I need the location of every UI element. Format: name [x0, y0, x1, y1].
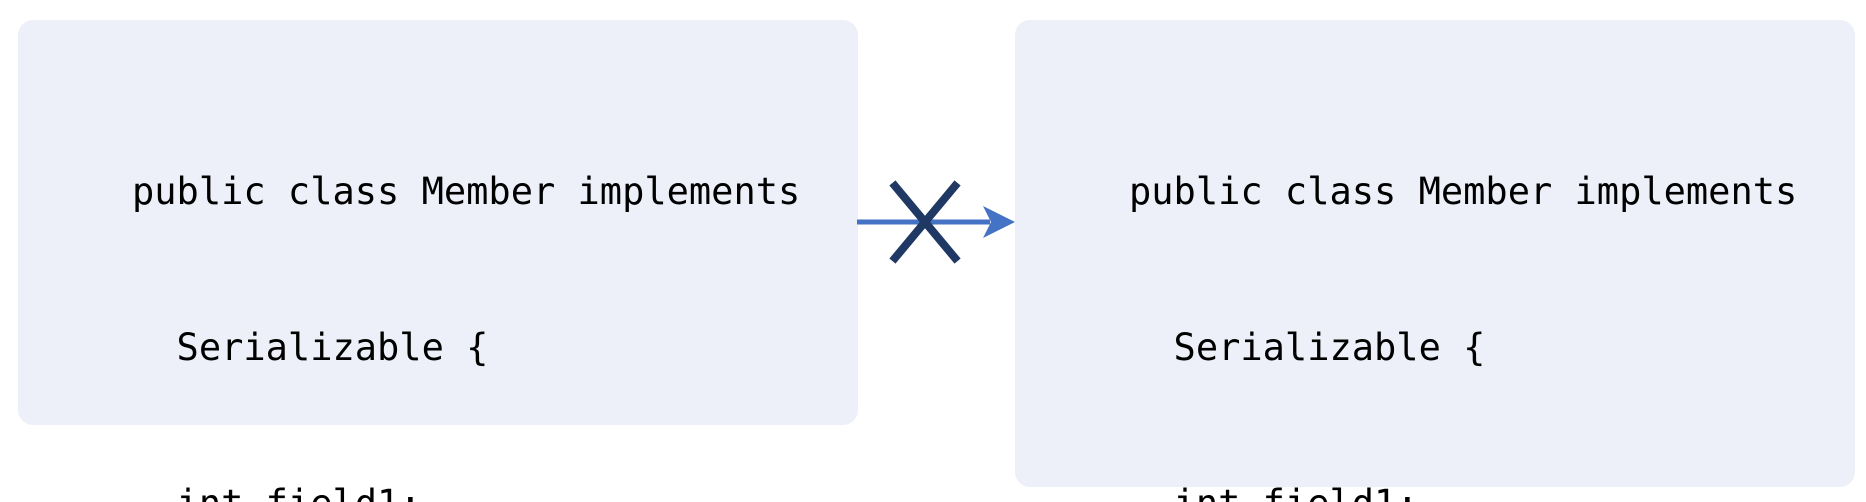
cross-stroke-2 [889, 180, 961, 264]
after-code-card: public class Member implements Serializa… [1015, 20, 1855, 502]
code-line: public class Member implements [132, 170, 801, 213]
code-line: int field1; [132, 478, 800, 502]
blocked-transition-arrow [855, 158, 1015, 288]
arrow-right-with-cross-icon [857, 180, 1015, 264]
before-code-card: public class Member implements Serializa… [18, 20, 858, 502]
code-line: Serializable { [1129, 326, 1486, 369]
arrow-head [983, 206, 1015, 238]
code-line: public class Member implements [1129, 170, 1798, 213]
code-line: int field1; [1129, 478, 1797, 502]
after-code-block: public class Member implements Serializa… [1129, 62, 1797, 502]
before-code-block: public class Member implements Serializa… [132, 62, 800, 502]
code-line: Serializable { [132, 326, 489, 369]
